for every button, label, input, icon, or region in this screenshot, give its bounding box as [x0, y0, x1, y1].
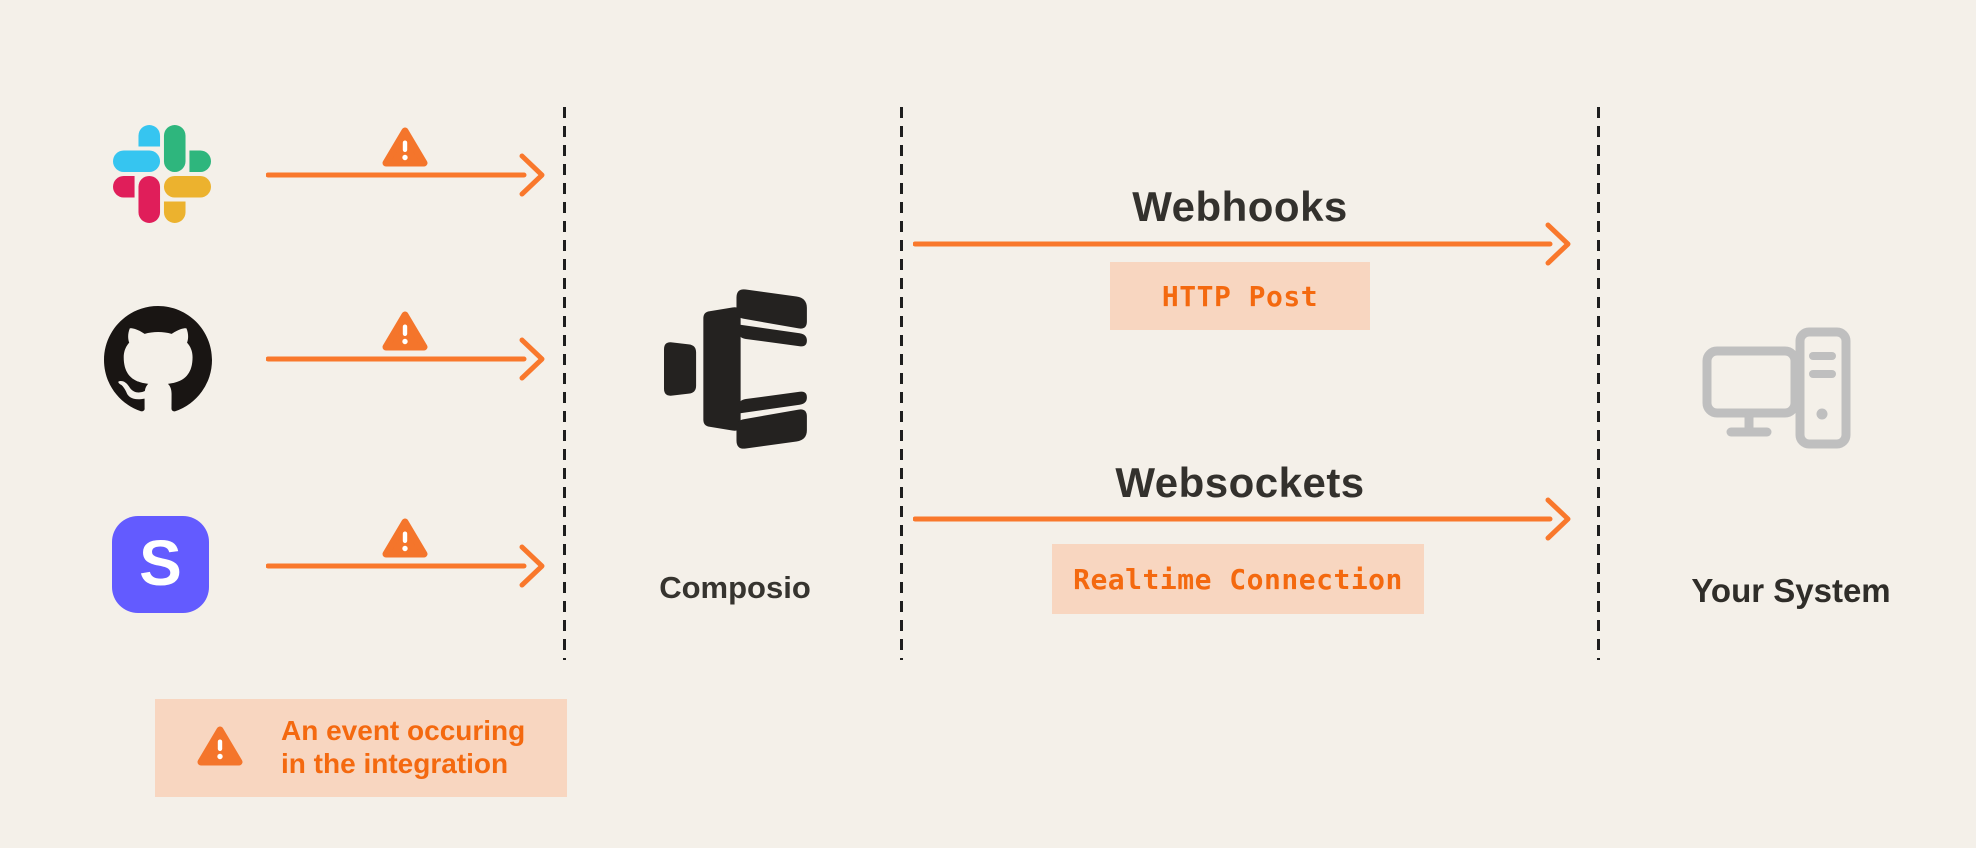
- composio-icon: [664, 286, 810, 452]
- warning-icon: [197, 725, 243, 767]
- channel-title-webhooks: Webhooks: [1132, 183, 1348, 230]
- warning-icon: [382, 126, 428, 168]
- warning-icon: [382, 517, 428, 559]
- event-arrow-github: [266, 331, 546, 387]
- computer-icon: [1700, 326, 1852, 450]
- dashed-separator-left: [563, 107, 566, 660]
- slack-icon: [113, 125, 211, 223]
- legend-line-2: in the integration: [281, 748, 509, 779]
- event-arrow-slack: [266, 147, 546, 203]
- badge-http-post: HTTP Post: [1110, 262, 1370, 330]
- websockets-arrow: [913, 491, 1573, 547]
- webhooks-arrow: [913, 216, 1573, 272]
- stripe-icon: S: [112, 516, 209, 613]
- dashed-separator-right: [1597, 107, 1600, 660]
- hub-label: Composio: [659, 570, 811, 605]
- badge-realtime-connection: Realtime Connection: [1052, 544, 1424, 614]
- stripe-s-glyph: S: [139, 526, 182, 599]
- dashed-separator-middle: [900, 107, 903, 660]
- legend-text: An event occuring in the integration: [281, 714, 525, 780]
- destination-label: Your System: [1691, 572, 1891, 609]
- warning-icon: [382, 310, 428, 352]
- github-icon: [104, 306, 212, 414]
- legend-box: An event occuring in the integration: [155, 699, 567, 797]
- channel-title-websockets: Websockets: [1115, 459, 1365, 506]
- event-arrow-stripe: [266, 538, 546, 594]
- legend-line-1: An event occuring: [281, 715, 526, 746]
